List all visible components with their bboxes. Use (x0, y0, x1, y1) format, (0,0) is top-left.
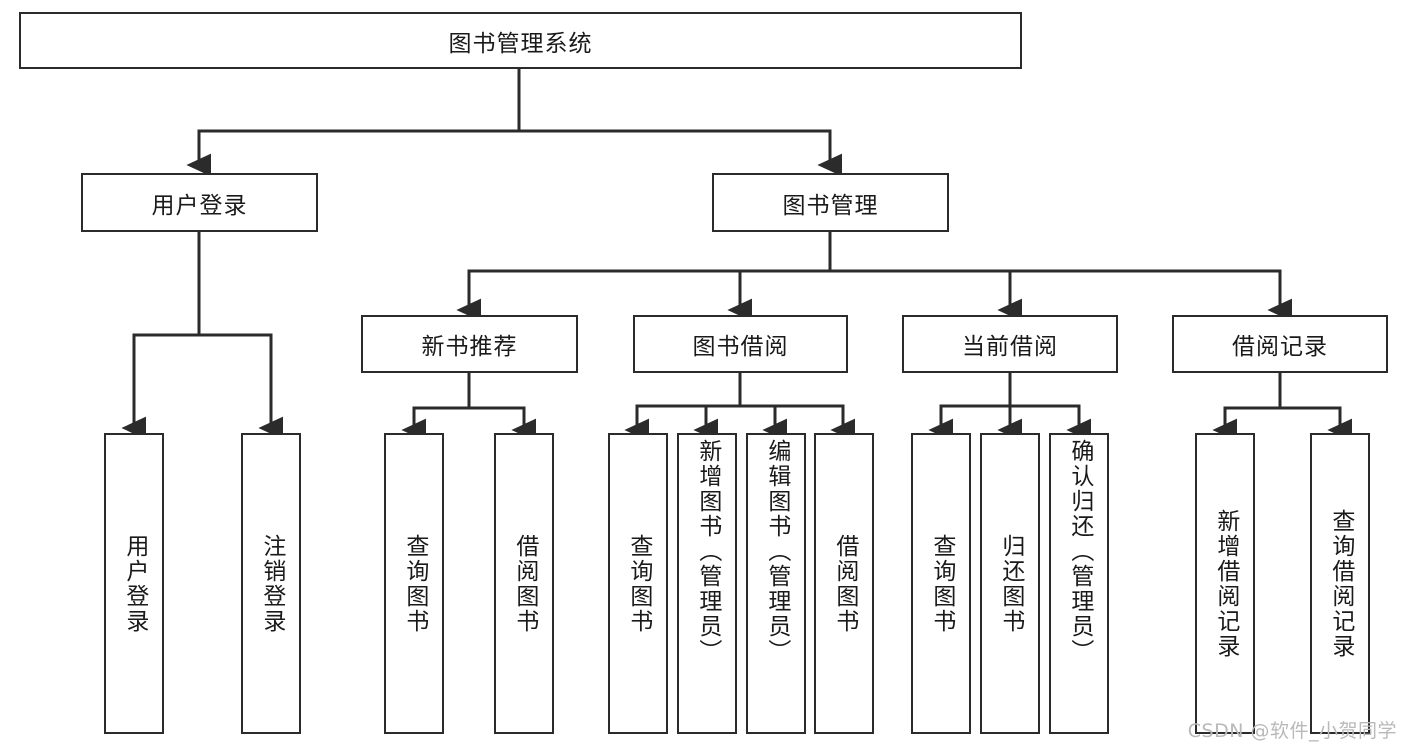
leaf-label: 借阅图书 (511, 533, 538, 634)
leaf-inner: 确认归还（管理员） (1051, 435, 1107, 736)
leaf-label: 用户登录 (121, 533, 148, 634)
leaf-label: 新增图书（管理员） (694, 439, 721, 664)
leaf-inner: 查询图书 (610, 435, 666, 732)
node-book-management[interactable]: 图书管理 (712, 173, 949, 232)
leaf-inner: 查询图书 (913, 435, 969, 732)
leaf-current-return-book[interactable]: 归还图书 (980, 433, 1040, 734)
node-current-borrow-label: 当前借阅 (962, 334, 1058, 360)
leaf-new-book-query-book[interactable]: 查询图书 (384, 433, 444, 734)
leaf-current-confirm-return-admin[interactable]: 确认归还（管理员） (1049, 433, 1109, 734)
leaf-records-query-record[interactable]: 查询借阅记录 (1310, 433, 1370, 734)
node-book-management-label: 图书管理 (782, 192, 879, 219)
node-new-book-recommend[interactable]: 新书推荐 (361, 315, 578, 373)
leaf-user-login-login[interactable]: 用户登录 (104, 433, 164, 734)
leaf-new-book-borrow-book[interactable]: 借阅图书 (494, 433, 554, 734)
node-borrow-records-label: 借阅记录 (1232, 334, 1328, 360)
leaf-borrow-query-book[interactable]: 查询图书 (608, 433, 668, 734)
leaf-borrow-add-book-admin[interactable]: 新增图书（管理员） (677, 433, 737, 734)
leaf-inner: 借阅图书 (816, 435, 872, 732)
leaf-label: 编辑图书（管理员） (763, 439, 790, 664)
node-root-book-management-system[interactable]: 图书管理系统 (19, 12, 1022, 69)
leaf-records-add-record[interactable]: 新增借阅记录 (1195, 433, 1255, 734)
node-user-login-label: 用户登录 (151, 192, 248, 219)
node-user-login[interactable]: 用户登录 (81, 173, 318, 232)
leaf-label: 新增借阅记录 (1212, 508, 1239, 659)
leaf-label: 归还图书 (997, 533, 1024, 634)
csdn-watermark: CSDN @软件_小贺同学 (1187, 720, 1397, 742)
node-current-borrow[interactable]: 当前借阅 (902, 315, 1118, 373)
node-root-label: 图书管理系统 (448, 30, 593, 57)
leaf-label: 确认归还（管理员） (1066, 439, 1093, 664)
node-book-borrow-label: 图书借阅 (692, 334, 789, 360)
leaf-inner: 编辑图书（管理员） (748, 435, 804, 736)
leaf-inner: 新增图书（管理员） (679, 435, 735, 736)
node-new-book-recommend-label: 新书推荐 (421, 334, 518, 360)
leaf-inner: 用户登录 (106, 435, 162, 732)
node-book-borrow[interactable]: 图书借阅 (633, 315, 848, 373)
node-borrow-records[interactable]: 借阅记录 (1172, 315, 1388, 373)
leaf-inner: 查询借阅记录 (1312, 435, 1368, 732)
leaf-label: 注销登录 (258, 533, 285, 634)
leaf-user-login-logout[interactable]: 注销登录 (241, 433, 301, 734)
leaf-current-query-book[interactable]: 查询图书 (911, 433, 971, 734)
leaf-borrow-edit-book-admin[interactable]: 编辑图书（管理员） (746, 433, 806, 734)
leaf-inner: 新增借阅记录 (1197, 435, 1253, 732)
leaf-inner: 借阅图书 (496, 435, 552, 732)
leaf-borrow-borrow-book[interactable]: 借阅图书 (814, 433, 874, 734)
leaf-label: 查询借阅记录 (1327, 508, 1354, 659)
leaf-label: 查询图书 (625, 533, 652, 634)
leaf-inner: 查询图书 (386, 435, 442, 732)
leaf-inner: 归还图书 (982, 435, 1038, 732)
leaf-label: 查询图书 (401, 533, 428, 634)
leaf-inner: 注销登录 (243, 435, 299, 732)
leaf-label: 借阅图书 (831, 533, 858, 634)
leaf-label: 查询图书 (928, 533, 955, 634)
